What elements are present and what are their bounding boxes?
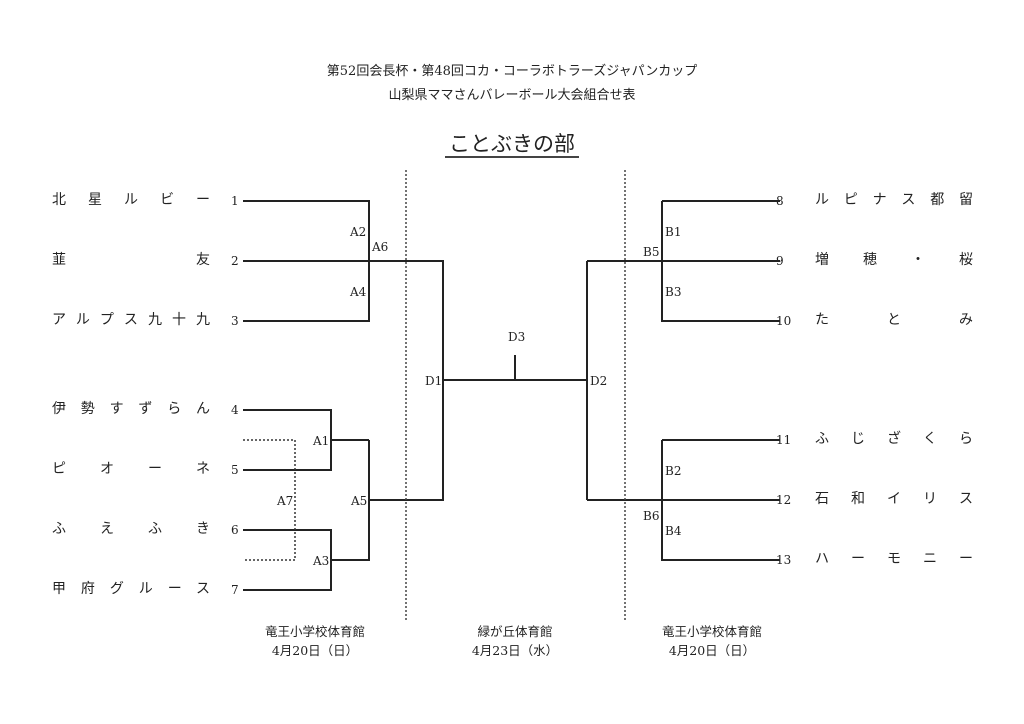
team-number: 10	[776, 314, 791, 328]
team-number: 2	[231, 254, 239, 268]
match-label: A2	[349, 225, 366, 239]
match-label: A1	[312, 434, 329, 448]
team-number: 6	[231, 523, 239, 537]
match-label: D3	[508, 330, 525, 344]
match-label: A4	[349, 285, 367, 299]
division-title: ことぶきの部	[0, 128, 1024, 158]
venue-name: 竜王小学校体育館	[661, 624, 762, 639]
team-number: 13	[776, 553, 791, 567]
team-name: た と み	[815, 312, 973, 328]
match-label: A6	[371, 240, 388, 254]
match-label: B2	[665, 464, 681, 478]
team-name: 石和イリス	[815, 491, 973, 507]
team-name: ルピナス都留	[815, 192, 973, 208]
team-name: 韮 友	[52, 252, 210, 268]
tournament-title: 第52回会長杯・第48回コカ・コーラボトラーズジャパンカップ	[326, 64, 698, 79]
team-number: 7	[231, 583, 239, 597]
match-label: A5	[350, 494, 367, 508]
match-label: B6	[643, 509, 659, 523]
match-label: B3	[665, 285, 681, 299]
team-number: 5	[231, 463, 239, 477]
venue-right: 竜王小学校体育館 4月20日（日）	[632, 622, 792, 660]
venue-date: 4月20日（日）	[668, 643, 756, 658]
team-name: ピオーネ	[52, 461, 210, 477]
team-name: ふじざくら	[815, 431, 973, 447]
team-number: 12	[776, 493, 791, 507]
match-label: B5	[643, 245, 659, 259]
match-label: B4	[665, 524, 682, 538]
dotted-bracket-line	[243, 439, 296, 561]
team-number: 9	[776, 254, 784, 268]
team-name: 甲府グルース	[52, 581, 210, 597]
match-label: A3	[312, 554, 329, 568]
match-label: B1	[665, 225, 681, 239]
venue-date: 4月23日（水）	[471, 643, 559, 658]
team-name: 北星ルビー	[52, 192, 210, 208]
venue-name: 竜王小学校体育館	[264, 624, 365, 639]
team-number: 1	[231, 194, 239, 208]
team-number: 8	[776, 194, 784, 208]
division-label: ことぶきの部	[445, 132, 579, 158]
venue-left: 竜王小学校体育館 4月20日（日）	[235, 622, 395, 660]
match-label: D1	[425, 374, 442, 388]
team-name: 伊勢すずらん	[52, 401, 210, 417]
match-label: D2	[590, 374, 607, 388]
venue-center: 緑が丘体育館 4月23日（水）	[435, 622, 595, 660]
team-name: アルプス九十九	[52, 312, 210, 328]
bracket-line	[243, 200, 444, 591]
bracket-line	[443, 200, 780, 561]
team-name: 増穂・桜	[815, 252, 973, 268]
team-number: 3	[231, 314, 239, 328]
match-label: A7	[276, 494, 293, 508]
team-number: 11	[776, 433, 791, 447]
venue-date: 4月20日（日）	[271, 643, 359, 658]
tournament-subtitle: 山梨県ママさんバレーボール大会組合せ表	[388, 88, 636, 103]
venue-name: 緑が丘体育館	[477, 624, 553, 639]
team-number: 4	[231, 403, 239, 417]
team-name: ふえふき	[52, 521, 210, 537]
team-name: ハーモニー	[815, 551, 973, 567]
